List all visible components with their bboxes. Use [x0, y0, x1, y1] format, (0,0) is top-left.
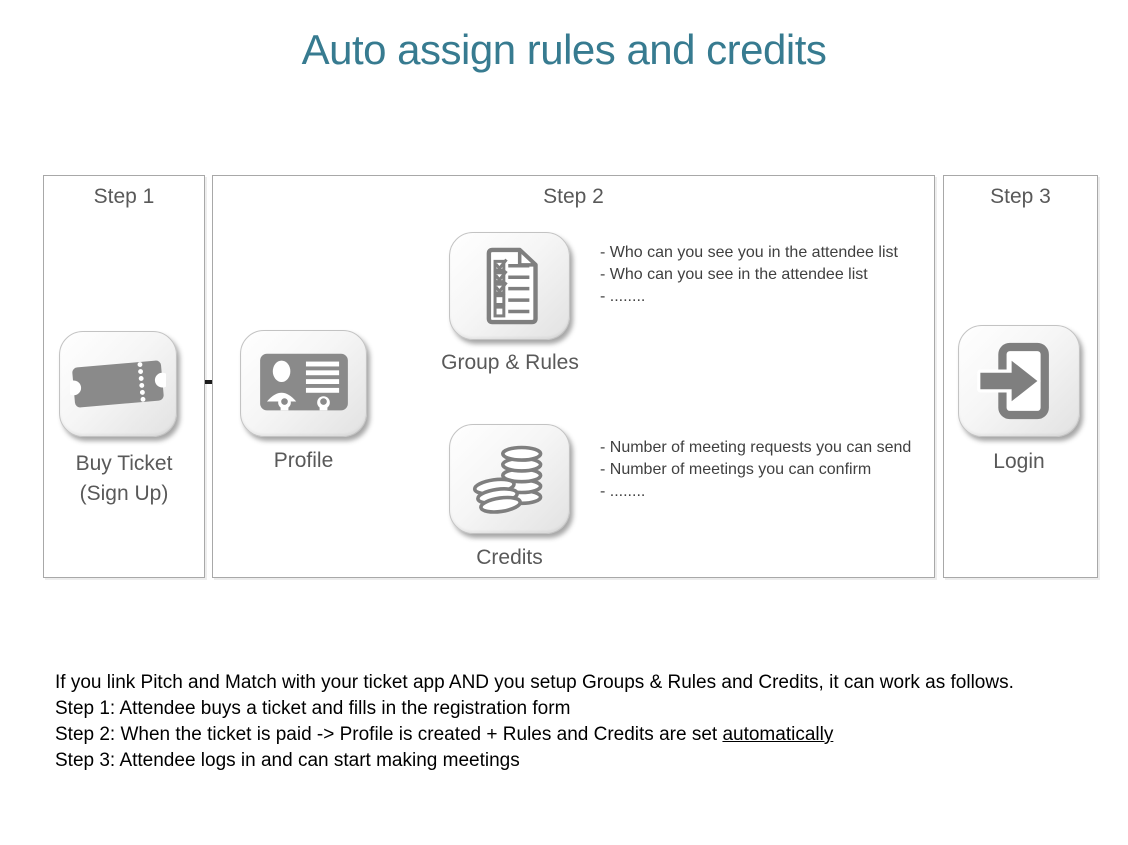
footer-line-step2-underlined: automatically — [722, 724, 834, 745]
profile-tile — [240, 330, 367, 437]
credits-bullets: - Number of meeting requests you can sen… — [600, 437, 911, 503]
footer-line-intro: If you link Pitch and Match with your ti… — [55, 672, 1014, 693]
footer-notes: If you link Pitch and Match with your ti… — [55, 670, 1014, 774]
login-icon — [977, 342, 1049, 420]
buy-ticket-label-line1: Buy Ticket — [75, 452, 173, 475]
page-title: Auto assign rules and credits — [301, 26, 827, 73]
credits-bullet: - ........ — [600, 483, 646, 500]
id-card-icon — [259, 353, 348, 410]
group-rules-bullet: - Who can you see you in the attendee li… — [600, 244, 898, 261]
group-rules-bullets: - Who can you see you in the attendee li… — [600, 242, 898, 308]
buy-ticket-label: Buy Ticket (Sign Up) — [43, 449, 205, 509]
profile-label: Profile — [273, 449, 334, 472]
login-label: Login — [993, 450, 1045, 473]
footer-line-step3: Step 3: Attendee logs in and can start m… — [55, 750, 520, 771]
ticket-icon — [70, 360, 166, 408]
group-rules-bullet: - Who can you see in the attendee list — [600, 266, 868, 283]
group-rules-label: Group & Rules — [441, 351, 579, 374]
footer-line-step2-text: Step 2: When the ticket is paid -> Profi… — [55, 724, 723, 745]
group-rules-bullet: - ........ — [600, 288, 646, 305]
footer-line-step1: Step 1: Attendee buys a ticket and fills… — [55, 698, 571, 719]
step3-header: Step 3 — [990, 185, 1051, 208]
credits-label: Credits — [476, 546, 543, 569]
buy-ticket-label-line2: (Sign Up) — [79, 482, 169, 505]
credits-tile — [449, 424, 570, 534]
step2-header: Step 2 — [543, 185, 604, 208]
credits-bullet: - Number of meetings you can confirm — [600, 461, 872, 478]
checklist-icon — [486, 247, 538, 325]
credits-bullet: - Number of meeting requests you can sen… — [600, 439, 912, 456]
login-tile — [958, 325, 1080, 437]
step1-header: Step 1 — [93, 185, 155, 208]
buy-ticket-tile — [59, 331, 177, 437]
coins-icon — [472, 445, 542, 514]
footer-line-step2: Step 2: When the ticket is paid -> Profi… — [55, 722, 1014, 748]
group-rules-tile — [449, 232, 570, 340]
